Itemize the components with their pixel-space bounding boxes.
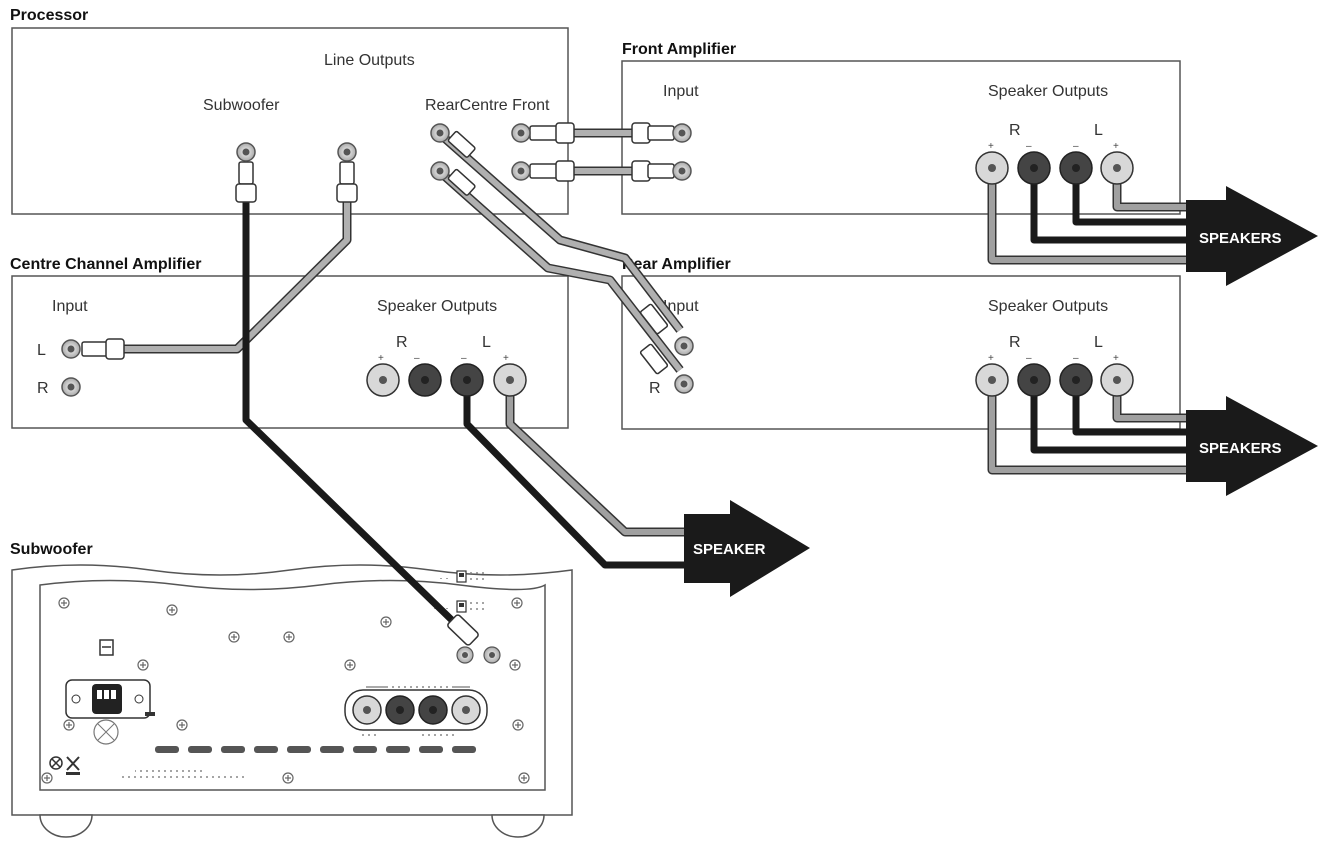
front-l-minus: –	[1073, 141, 1079, 152]
black-cables	[242, 168, 1194, 631]
processor-front-l-jack[interactable]	[511, 123, 531, 143]
processor-rear-r-jack[interactable]	[430, 161, 450, 181]
rear-centre-front-label: RearCentre Front	[425, 97, 550, 114]
processor-rear-l-jack[interactable]	[430, 123, 450, 143]
rear-input-label: Input	[663, 298, 699, 315]
front-r-label: R	[1009, 122, 1021, 139]
centre-input-l-label: L	[37, 342, 46, 359]
front-amplifier-title: Front Amplifier	[622, 41, 736, 58]
centre-speaker-terminals	[366, 363, 527, 397]
subwoofer-output-label: Subwoofer	[203, 97, 280, 114]
processor-title: Processor	[10, 7, 88, 24]
rear-input-r-label: R	[649, 380, 661, 397]
vent-slots	[155, 746, 476, 753]
fan-vent-icon	[93, 719, 119, 745]
centre-r-label: R	[396, 334, 408, 351]
rear-input-l-jack[interactable]	[674, 336, 694, 356]
centre-speaker-outputs-label: Speaker Outputs	[377, 298, 497, 315]
rear-speakers-arrow: SPEAKERS	[1186, 396, 1318, 496]
centre-l-plus: +	[503, 353, 509, 364]
centre-amplifier-title: Centre Channel Amplifier	[10, 256, 201, 273]
centre-speaker-arrow: SPEAKER	[684, 500, 810, 597]
subwoofer-foot-left	[39, 814, 93, 838]
processor-front-r-jack[interactable]	[511, 161, 531, 181]
front-amplifier-unit: Front Amplifier Input Speaker Outputs R …	[621, 41, 1181, 215]
front-input-label: Input	[663, 83, 699, 100]
rear-panel-fine-print-line-2	[120, 776, 245, 780]
rear-l-plus: +	[1113, 353, 1119, 364]
rear-speakers-arrow-label: SPEAKERS	[1199, 440, 1282, 457]
rear-r-minus: –	[1026, 353, 1032, 364]
rear-amplifier-title: Rear Amplifier	[622, 256, 731, 273]
processor-panel	[11, 27, 569, 215]
front-input-r-jack[interactable]	[672, 161, 692, 181]
front-l-plus: +	[1113, 141, 1119, 152]
rca-jacks	[61, 123, 694, 397]
front-r-plus: +	[988, 141, 994, 152]
grey-cables	[120, 128, 1194, 537]
rear-speaker-outputs-label: Speaker Outputs	[988, 298, 1108, 315]
subwoofer-unit: Subwoofer	[10, 541, 573, 838]
power-switch-caption-icon	[96, 658, 118, 662]
centre-l-minus: –	[461, 353, 467, 364]
centre-r-minus: –	[414, 353, 420, 364]
mains-inlet-icon	[65, 679, 151, 719]
rear-amplifier-unit: Rear Amplifier Input R Speaker Outputs R…	[621, 256, 1181, 430]
centre-input-r-jack[interactable]	[61, 377, 81, 397]
rear-amplifier-panel	[621, 275, 1181, 430]
subwoofer-title: Subwoofer	[10, 541, 93, 558]
rear-spk-r-label: R	[1009, 334, 1021, 351]
rear-input-r-jack[interactable]	[674, 374, 694, 394]
subwoofer-rear-panel	[39, 579, 546, 791]
subwoofer-foot-right	[491, 814, 545, 838]
centre-input-r-label: R	[37, 380, 49, 397]
centre-r-plus: +	[378, 353, 384, 364]
front-r-minus: –	[1026, 141, 1032, 152]
front-speaker-terminals	[975, 151, 1134, 185]
rear-speaker-terminals	[975, 363, 1134, 397]
front-speakers-arrow: SPEAKERS	[1186, 186, 1318, 286]
front-amplifier-panel	[621, 60, 1181, 215]
processor-centre-jack[interactable]	[337, 142, 357, 162]
rear-r-plus: +	[988, 353, 994, 364]
centre-l-label: L	[482, 334, 491, 351]
processor-unit: Processor Line Outputs Subwoofer RearCen…	[10, 7, 569, 215]
front-l-label: L	[1094, 122, 1103, 139]
rear-l-minus: –	[1073, 353, 1079, 364]
centre-input-l-jack[interactable]	[61, 339, 81, 359]
rca-plugs	[81, 122, 675, 646]
front-speaker-outputs-label: Speaker Outputs	[988, 83, 1108, 100]
rear-spk-l-label: L	[1094, 334, 1103, 351]
compliance-symbols-icon	[49, 756, 80, 775]
front-speakers-arrow-label: SPEAKERS	[1199, 230, 1282, 247]
centre-input-label: Input	[52, 298, 88, 315]
centre-speaker-arrow-label: SPEAKER	[693, 541, 766, 558]
front-input-l-jack[interactable]	[672, 123, 692, 143]
processor-subwoofer-jack[interactable]	[236, 142, 256, 162]
subwoofer-speaker-level-inputs	[344, 683, 488, 737]
fuse-arrow-icon	[145, 712, 155, 716]
line-outputs-label: Line Outputs	[324, 52, 415, 69]
rear-panel-fine-print-line-1	[135, 768, 205, 772]
